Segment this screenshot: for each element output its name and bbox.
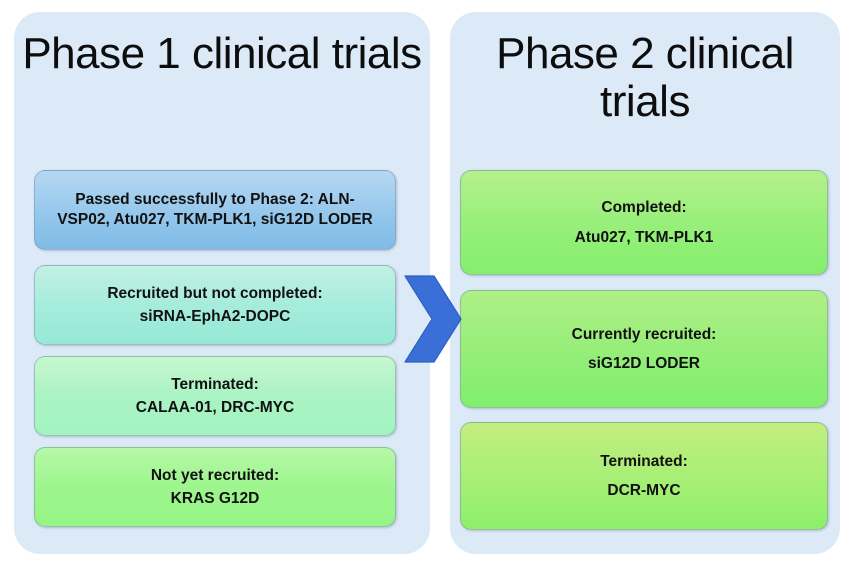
box-headline: Terminated: [600, 452, 688, 470]
box-items: CALAA-01, DRC-MYC [135, 399, 295, 416]
box-items: KRAS G12D [170, 490, 260, 507]
box-items: Atu027, TKM-PLK1 [574, 228, 714, 246]
box-headline: Terminated: [171, 375, 259, 393]
box-headline: Currently recruited: [571, 325, 717, 343]
panel-phase-2-title: Phase 2 clinical trials [496, 29, 794, 126]
box-headline: Passed successfully to Phase 2: ALN- [75, 190, 355, 208]
panel-phase-1-title: Phase 1 clinical trials [22, 29, 422, 78]
chevron-right-arrow [404, 275, 462, 363]
box-headline: Completed: [601, 199, 687, 217]
box-headline: Recruited but not completed: [107, 284, 323, 302]
box-items: siRNA-EphA2-DOPC [139, 308, 291, 325]
phase2-box-terminated[interactable]: Terminated: DCR-MYC [460, 422, 828, 530]
phase1-box-passed-to-phase2[interactable]: Passed successfully to Phase 2: ALN- VSP… [34, 170, 396, 250]
phase2-box-completed[interactable]: Completed: Atu027, TKM-PLK1 [460, 170, 828, 275]
phase1-box-recruited-not-completed[interactable]: Recruited but not completed: siRNA-EphA2… [34, 265, 396, 345]
box-items: siG12D LODER [588, 355, 700, 372]
box-headline: Not yet recruited: [150, 466, 280, 484]
phase1-box-terminated[interactable]: Terminated: CALAA-01, DRC-MYC [34, 356, 396, 436]
phase2-box-currently-recruited[interactable]: Currently recruited: siG12D LODER [460, 290, 828, 408]
phase1-box-not-yet-recruited[interactable]: Not yet recruited: KRAS G12D [34, 447, 396, 527]
box-items: VSP02, Atu027, TKM-PLK1, siG12D LODER [57, 211, 373, 228]
box-items: DCR-MYC [607, 482, 681, 499]
